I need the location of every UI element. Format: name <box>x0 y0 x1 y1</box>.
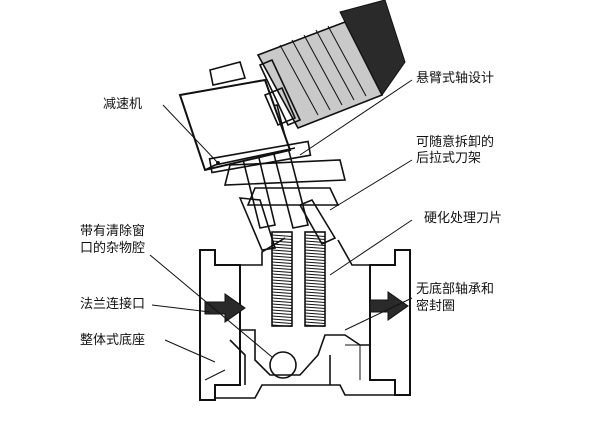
blade-disc <box>271 237 293 240</box>
blade-disc <box>304 267 326 270</box>
blade-disc <box>304 273 326 276</box>
blade-disc <box>304 255 326 258</box>
label-flange-port: 法兰连接口 <box>80 297 146 312</box>
blade-stack <box>271 231 326 327</box>
blade-disc <box>271 312 293 315</box>
blade-disc <box>271 321 293 324</box>
blade-disc <box>304 240 326 243</box>
blade-disc <box>304 294 326 297</box>
blade-disc <box>271 288 293 291</box>
blade-disc <box>271 252 293 255</box>
blade-disc <box>271 318 293 321</box>
label-cantilever-shaft: 悬臂式轴设计 <box>416 71 495 86</box>
blade-disc <box>304 297 326 300</box>
label-debris-chamber-line2: 口的杂物腔 <box>80 241 146 256</box>
blade-disc <box>304 324 326 327</box>
blade-disc <box>304 309 326 312</box>
blade-disc <box>271 246 293 249</box>
blade-disc <box>304 279 326 282</box>
cutter-housing <box>223 159 347 251</box>
blade-stack-outline <box>304 231 326 327</box>
blade-disc <box>271 240 293 243</box>
blade-disc <box>271 261 293 264</box>
label-reducer: 减速机 <box>103 97 143 112</box>
blade-disc <box>304 234 326 237</box>
blade-disc <box>304 261 326 264</box>
blade-disc <box>304 318 326 321</box>
flow-arrow-right-icon <box>204 293 246 323</box>
label-debris-chamber-line1: 带有清除窗 <box>80 224 146 239</box>
blade-disc <box>304 252 326 255</box>
blade-disc <box>271 309 293 312</box>
blade-disc <box>304 249 326 252</box>
blade-disc <box>271 264 293 267</box>
blade-disc <box>271 255 293 258</box>
blade-disc <box>304 264 326 267</box>
blade-disc <box>271 282 293 285</box>
blade-disc <box>271 291 293 294</box>
blade-disc <box>304 321 326 324</box>
label-hardened-blade: 硬化处理刀片 <box>424 211 503 226</box>
blade-disc <box>271 243 293 246</box>
motor <box>256 0 406 130</box>
blade-disc <box>304 246 326 249</box>
blade-disc <box>271 306 293 309</box>
blade-disc <box>304 300 326 303</box>
blade-disc <box>304 291 326 294</box>
label-bottomless-bearing-line2: 密封圈 <box>416 299 456 314</box>
label-rear-pull-holder-line2: 后拉式刀架 <box>416 151 482 166</box>
blade-disc <box>271 234 293 237</box>
blade-disc <box>304 237 326 240</box>
blade-disc <box>304 288 326 291</box>
blade-disc <box>271 270 293 273</box>
blade-disc <box>271 297 293 300</box>
blade-disc <box>304 303 326 306</box>
blade-disc <box>271 324 293 327</box>
blade-disc <box>304 258 326 261</box>
blade-disc <box>271 285 293 288</box>
blade-disc <box>304 276 326 279</box>
leader-lines <box>149 79 413 363</box>
label-rear-pull-holder-line1: 可随意拆卸的 <box>416 135 495 150</box>
blade-disc <box>271 276 293 279</box>
flow-arrow-right-icon <box>369 291 409 321</box>
valve-body <box>199 237 411 401</box>
blade-disc <box>271 273 293 276</box>
debris-chamber-ball <box>269 351 297 379</box>
blade-disc <box>304 315 326 318</box>
blade-disc <box>271 279 293 282</box>
blade-disc <box>304 312 326 315</box>
blade-disc <box>271 300 293 303</box>
blade-disc <box>271 258 293 261</box>
blade-disc <box>271 303 293 306</box>
blade-disc <box>304 243 326 246</box>
blade-disc <box>304 270 326 273</box>
blade-disc <box>271 294 293 297</box>
blade-disc <box>271 249 293 252</box>
reducer-gearbox <box>178 61 312 174</box>
label-bottomless-bearing-line1: 无底部轴承和 <box>416 282 495 297</box>
blade-disc <box>304 285 326 288</box>
blade-disc <box>304 306 326 309</box>
blade-disc <box>304 282 326 285</box>
blade-disc <box>271 267 293 270</box>
blade-disc <box>271 315 293 318</box>
label-integral-base: 整体式底座 <box>80 333 146 348</box>
